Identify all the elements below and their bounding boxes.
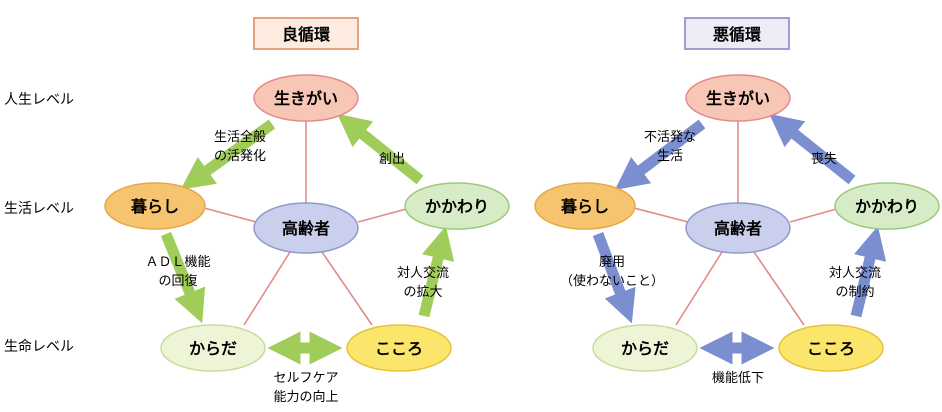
bad-label-ikigai-to-kurashi-2: 生活 [657,149,683,164]
bad-arrow-ikigai-to-kurashi [614,119,706,190]
good-node-kakawari-label: かかわり [425,197,489,216]
good-node-karada-label: からだ [189,339,237,358]
bad-cycle-title-box [684,17,790,50]
bad-node-koureisha [685,202,791,254]
bad-label-kurashi-to-karada-1: 廃用 [599,254,625,270]
good-arrow-kakawari-to-ikigai [337,113,424,185]
level-label-living: 生活レベル [4,201,74,217]
level-label-life: 生命レベル [4,338,74,355]
bad-label-kokoro-to-kakawari-1: 対人交流 [829,265,881,281]
good-node-ikigai-label: 生きがい [274,89,338,108]
good-node-kokoro [346,324,452,372]
good-label-ikigai-to-kurashi-2: の活発化 [214,149,266,164]
good-label-kokoro-to-kakawari-2: の拡大 [403,285,442,300]
bad-arrow-kurashi-to-karada [592,232,636,324]
good-label-karada-kokoro-2: 能力の向上 [273,389,338,405]
good-label-ikigai-to-kurashi-1: 生活全般 [214,129,266,145]
bad-cycle: 悪循環 生きがい 暮らし 高齢者 かかわり からだ こころ 不活発な 生活 [534,17,940,386]
bad-spokes [633,115,841,326]
bad-node-kurashi [534,182,636,230]
good-cycle-title: 良循環 [282,25,331,44]
bad-node-kakawari-label: かかわり [855,197,919,216]
bad-label-kurashi-to-karada-2: （使わないこと） [560,273,664,289]
good-node-kakawari [404,182,510,230]
good-label-karada-kokoro-1: セルフケア [273,371,338,386]
good-label-kokoro-to-kakawari-1: 対人交流 [397,265,449,281]
bad-label-ikigai-to-kurashi-1: 不活発な [644,130,696,145]
bad-node-kokoro-label: こころ [807,339,855,358]
good-node-ikigai [253,74,359,122]
bad-node-kokoro [778,324,884,372]
good-node-koureisha-label: 高齢者 [282,219,330,238]
bad-label-kakawari-to-ikigai: 喪失 [811,152,837,167]
bad-node-kurashi-label: 暮らし [560,197,609,216]
good-arrow-kurashi-to-karada [160,231,206,324]
good-node-koureisha [253,202,359,254]
good-label-kakawari-to-ikigai: 創出 [379,152,405,167]
good-arrow-kokoro-to-kakawari [418,225,455,318]
good-arrow-ikigai-to-kurashi [180,119,276,190]
bad-node-ikigai-label: 生きがい [706,89,770,108]
good-label-kurashi-to-karada-2: の回復 [158,273,197,289]
bad-cycle-title: 悪循環 [713,25,762,44]
bad-node-karada [592,324,698,372]
bad-label-kokoro-to-kakawari-2: の制約 [835,285,874,300]
good-node-kokoro-label: こころ [375,339,423,358]
bad-node-karada-label: からだ [621,339,669,358]
good-spokes [203,115,411,326]
bad-node-kakawari [834,182,940,230]
good-node-kurashi [104,182,206,230]
bad-node-ikigai [685,74,791,122]
good-label-kurashi-to-karada-1: ＡＤＬ機能 [145,255,210,270]
bad-arrow-kakawari-to-ikigai [769,113,856,185]
bad-node-koureisha-label: 高齢者 [714,219,762,238]
level-label-life-purpose: 人生レベル [4,92,74,108]
good-node-karada [160,324,266,372]
bad-label-karada-kokoro: 機能低下 [712,371,764,386]
good-node-kurashi-label: 暮らし [130,197,179,216]
bad-arrow-kokoro-to-kakawari [850,225,887,318]
good-cycle-title-box [253,17,359,50]
good-cycle: 良循環 生きがい 暮らし 高齢者 かかわり からだ こころ 生活全般 の活発化 [104,17,510,405]
